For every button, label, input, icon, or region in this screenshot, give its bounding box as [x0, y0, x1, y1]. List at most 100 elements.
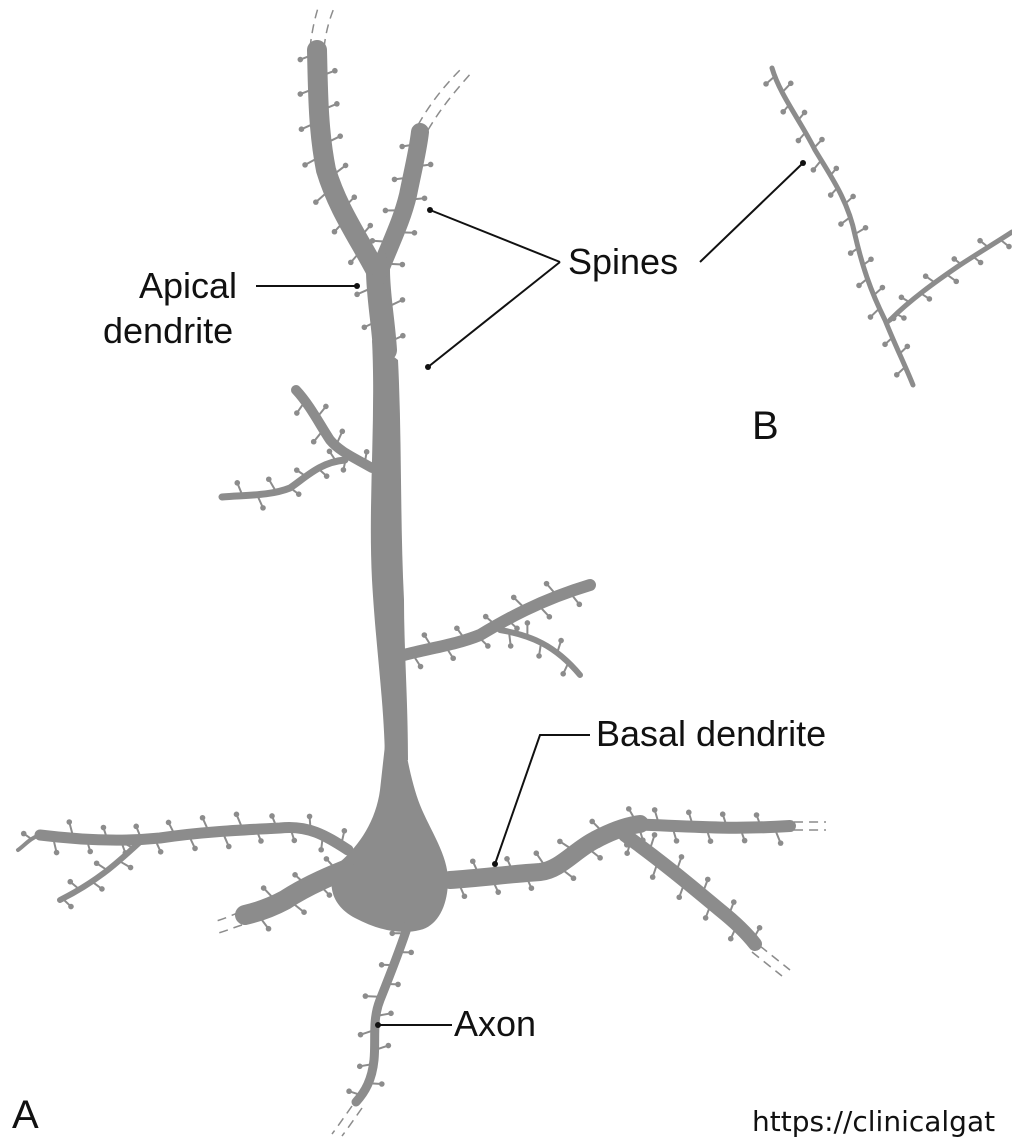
spine-head: [158, 849, 164, 855]
pyramidal-neuron: [18, 8, 826, 1136]
spine-head: [422, 195, 428, 201]
spine-head: [400, 297, 406, 303]
spine-head: [418, 664, 424, 670]
spine-head: [703, 915, 709, 921]
spine-head: [313, 199, 319, 205]
apical-right-branch: [380, 132, 420, 270]
spine-head: [67, 879, 73, 885]
spine-head: [334, 101, 340, 107]
spine-head: [544, 581, 550, 587]
spine-head: [882, 342, 888, 348]
spine-head: [260, 505, 266, 511]
spine-head: [978, 260, 984, 266]
spine-head: [652, 807, 658, 813]
spine-head: [400, 333, 406, 339]
apical-dendrite-label-line1: Apical: [139, 267, 237, 305]
spine-head: [294, 410, 300, 416]
spine-head: [294, 467, 300, 473]
spine-head: [508, 643, 514, 649]
spine-head: [754, 812, 760, 818]
spine-head: [514, 626, 520, 632]
spine-head: [362, 324, 368, 330]
cell-body: [332, 745, 448, 932]
spine-head: [133, 824, 139, 830]
spine-head: [296, 491, 302, 497]
spine-head: [66, 819, 72, 825]
spine-head: [901, 315, 907, 321]
spine-head: [652, 832, 658, 838]
spine-head: [868, 256, 874, 262]
spine-head: [880, 285, 886, 291]
spine-head: [848, 250, 854, 256]
spine-head: [385, 252, 391, 258]
spine-head: [536, 653, 542, 659]
spine-head: [318, 847, 324, 853]
axon-label: Axon: [454, 1005, 536, 1043]
spine-head: [450, 655, 456, 661]
spine-head: [927, 296, 933, 302]
spine-head: [399, 144, 405, 150]
spine-head: [577, 602, 583, 608]
spine-head: [571, 875, 577, 881]
spine-head: [470, 858, 476, 864]
apical-left-branch: [317, 50, 378, 275]
spine-head: [341, 467, 347, 473]
spine-head: [340, 429, 346, 435]
spine-head: [99, 886, 105, 892]
panel-label-b: B: [752, 405, 779, 447]
spine-head: [101, 825, 107, 831]
dendrite-segment-b: [763, 68, 1012, 385]
spine-head: [589, 819, 595, 825]
spine-head: [389, 931, 395, 937]
spine-head: [388, 1011, 394, 1017]
spine-head: [811, 167, 817, 173]
spine-head: [297, 91, 303, 97]
spine-head: [796, 138, 802, 144]
spine-head: [428, 162, 434, 168]
spine-head: [128, 865, 134, 871]
spine-head: [728, 936, 734, 942]
spine-head: [705, 877, 711, 883]
spine-head: [923, 273, 929, 279]
spine-head: [302, 162, 308, 168]
oblique-dendrite-left: [296, 390, 372, 468]
spines-leader-lower: [428, 262, 560, 367]
spine-head: [392, 177, 398, 183]
spine-head: [778, 840, 784, 846]
spine-head: [383, 208, 389, 214]
spine-head: [379, 962, 385, 968]
spine-head: [87, 849, 93, 855]
spine-head: [234, 812, 240, 818]
spine-head: [504, 856, 510, 862]
spine-head: [640, 837, 646, 843]
spine-head: [485, 643, 491, 649]
spine-head: [299, 126, 305, 132]
basal-dendrite-right-upper: [630, 824, 790, 828]
spine-head: [720, 811, 726, 817]
spine-head: [525, 620, 531, 626]
axon: [356, 925, 408, 1102]
spine-head: [899, 295, 905, 301]
spine-head: [327, 892, 333, 898]
spine-head: [54, 850, 60, 856]
spine-head: [324, 473, 330, 479]
spine-head: [856, 283, 862, 289]
spine-head: [676, 894, 682, 900]
spine-head: [94, 860, 100, 866]
apical-dendrite: [371, 340, 408, 760]
spines-label: Spines: [568, 243, 678, 281]
spine-head: [258, 838, 264, 844]
spine-head: [838, 221, 844, 227]
spine-head: [379, 1081, 385, 1087]
apical-dendrite-label-line2: dendrite: [103, 312, 233, 350]
spine-head: [650, 874, 656, 880]
spine-head: [292, 838, 298, 844]
spine-head: [547, 614, 553, 620]
basal-dendrite-right: [450, 824, 640, 880]
spine-head: [894, 372, 900, 378]
spine-head: [337, 133, 343, 139]
spine-head: [626, 806, 632, 812]
spine-head: [788, 81, 794, 87]
spine-head: [332, 229, 338, 235]
